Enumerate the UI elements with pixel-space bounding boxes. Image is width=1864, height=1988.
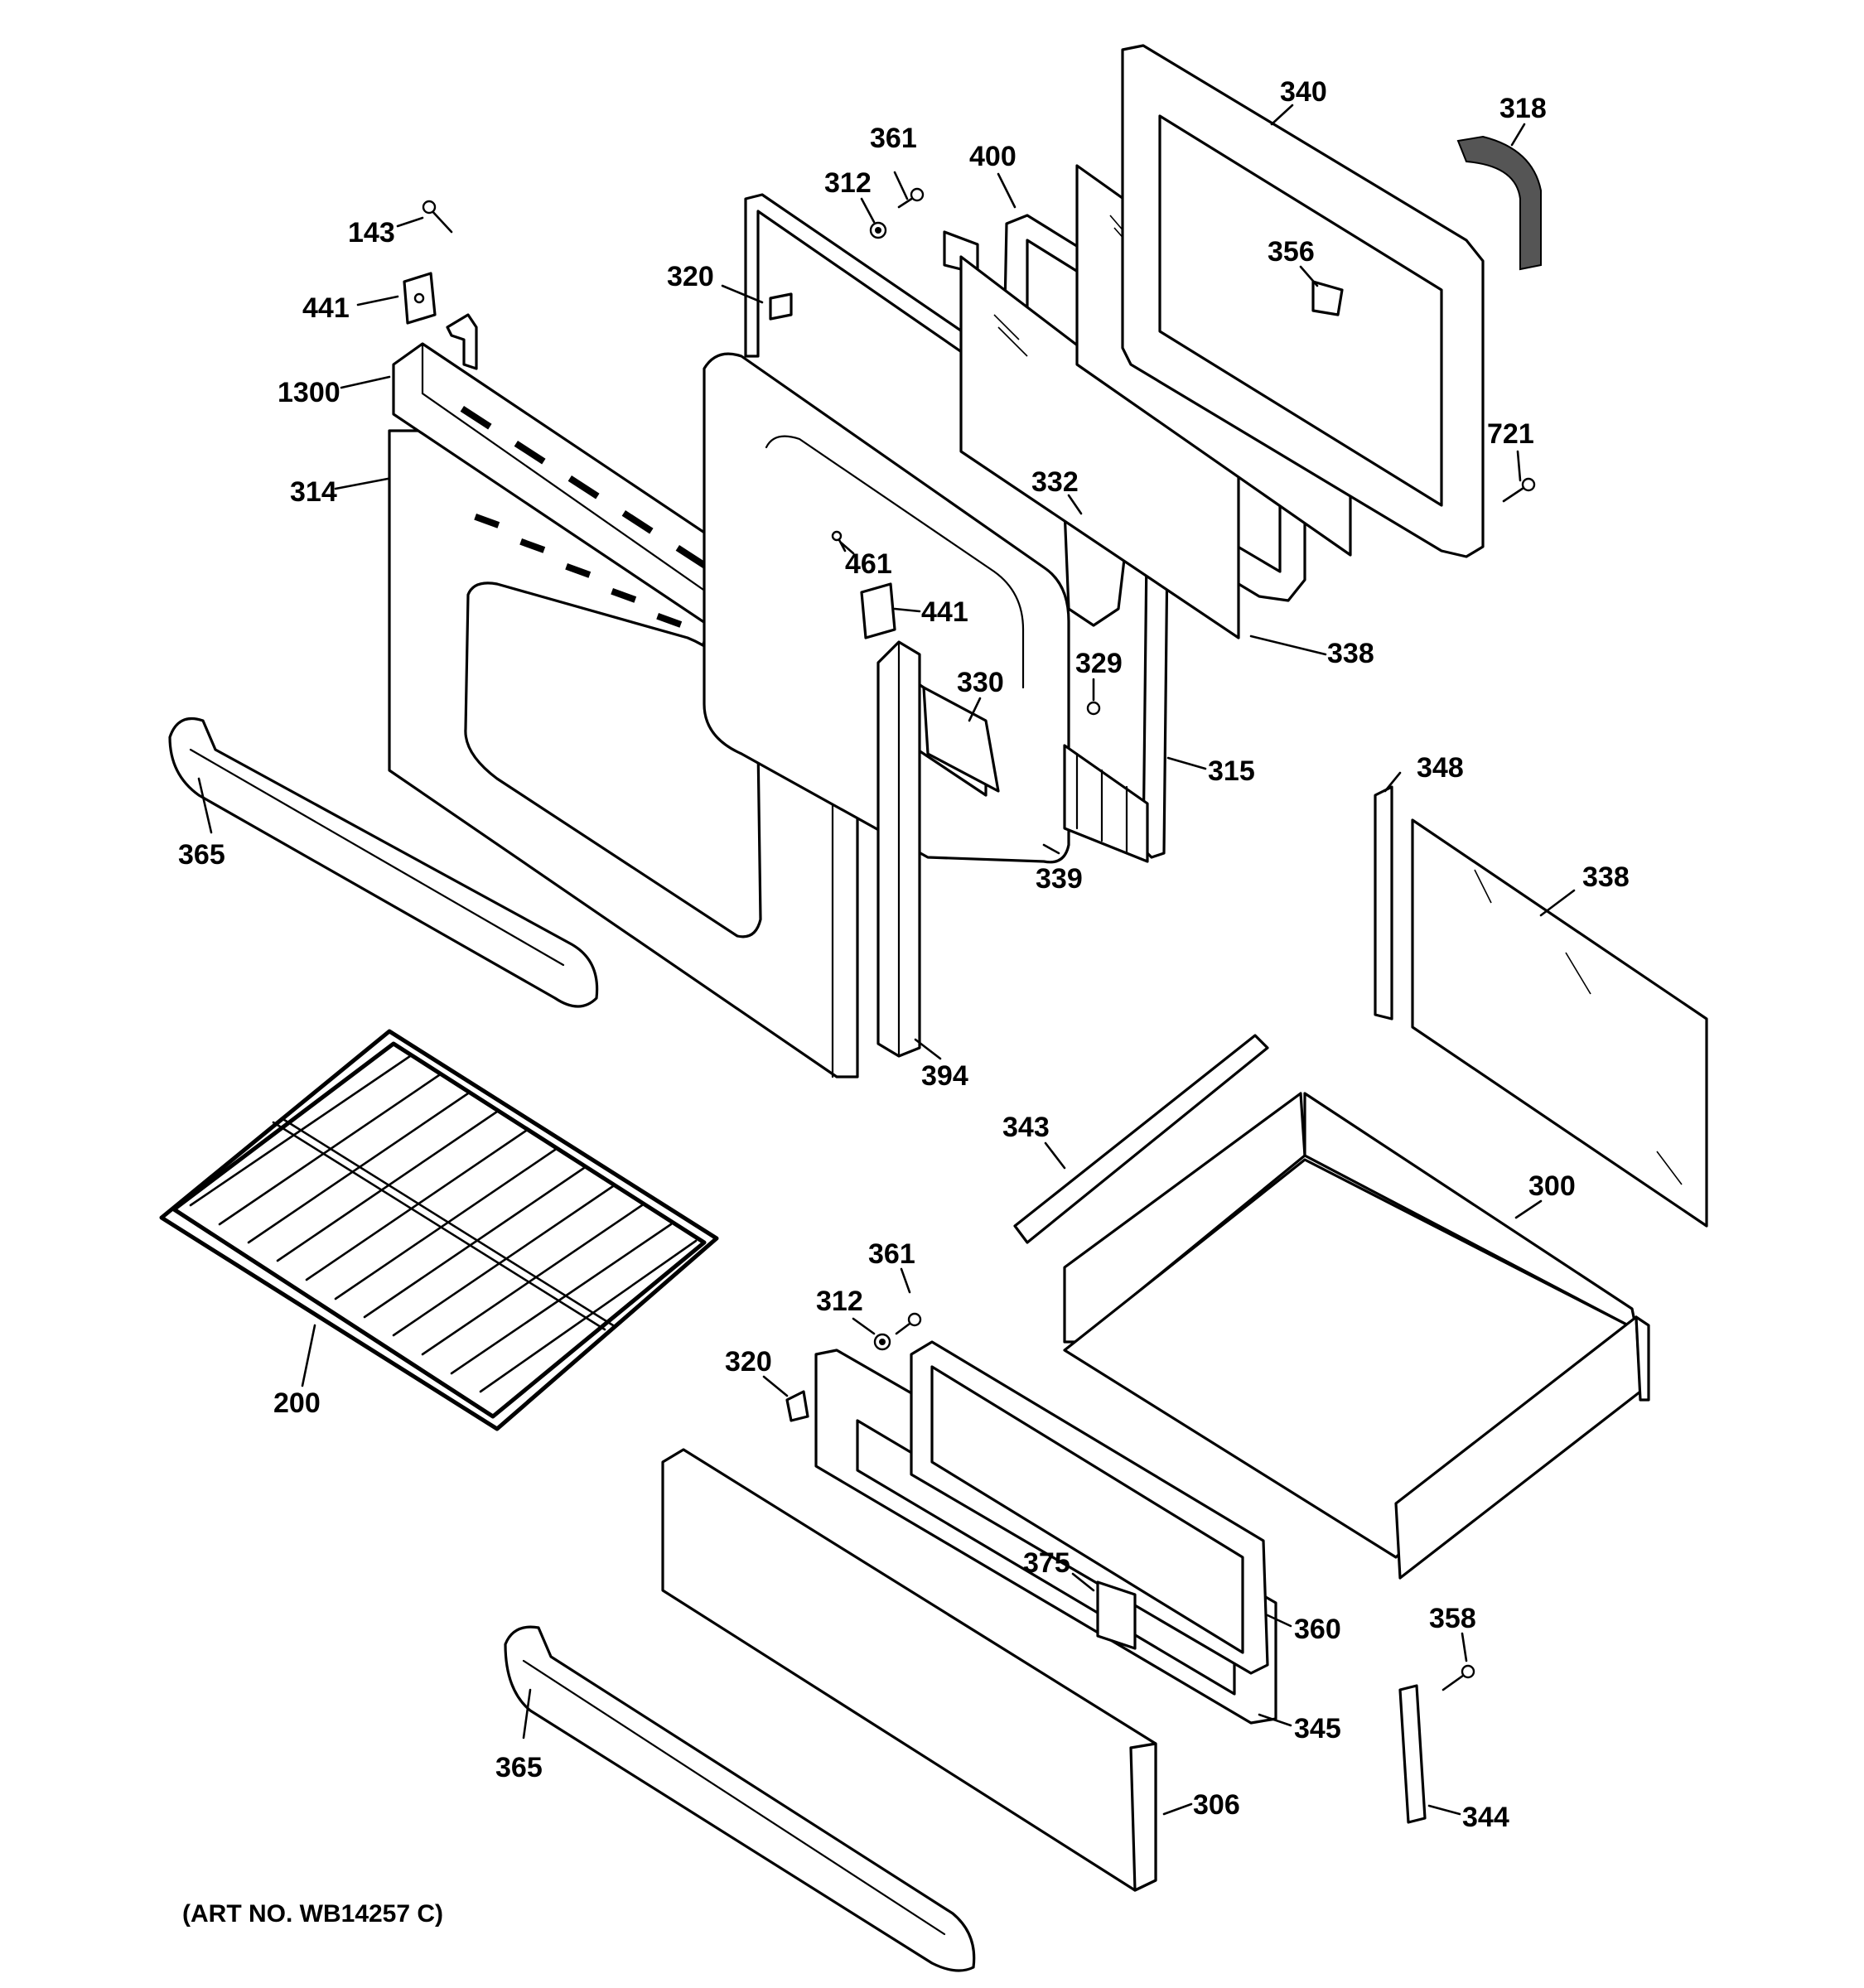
bracket-441-top xyxy=(403,272,437,325)
label-348: 348 xyxy=(1417,752,1464,784)
label-365-bottom: 365 xyxy=(495,1752,543,1783)
drawer-slide-344 xyxy=(1398,1684,1427,1824)
label-306: 306 xyxy=(1193,1789,1240,1821)
label-344: 344 xyxy=(1462,1802,1509,1833)
label-1300: 1300 xyxy=(278,377,340,408)
art-number: (ART NO. WB14257 C) xyxy=(182,1900,443,1928)
rack-wires xyxy=(189,1054,698,1393)
bracket-441-mid xyxy=(860,582,896,639)
screw-721 xyxy=(1502,477,1536,503)
label-375: 375 xyxy=(1023,1547,1070,1579)
label-312-bottom: 312 xyxy=(816,1286,863,1317)
label-339: 339 xyxy=(1036,863,1083,895)
label-318: 318 xyxy=(1499,93,1547,124)
label-461: 461 xyxy=(845,548,892,580)
label-320-bottom: 320 xyxy=(725,1346,772,1378)
label-340: 340 xyxy=(1280,76,1327,108)
label-315: 315 xyxy=(1208,755,1255,787)
label-343: 343 xyxy=(1002,1112,1050,1143)
door-side-trim-394 xyxy=(876,640,921,1058)
drawer-liner-360 xyxy=(910,1340,1269,1675)
label-300: 300 xyxy=(1528,1170,1576,1202)
label-721: 721 xyxy=(1487,418,1534,450)
label-320-top: 320 xyxy=(667,261,714,292)
clip-320-top xyxy=(769,292,793,321)
label-441-top: 441 xyxy=(302,292,350,324)
drawer-front-306 xyxy=(661,1448,1157,1892)
glass-panel-338-side xyxy=(1411,818,1708,1228)
oven-rack-200 xyxy=(159,1029,719,1431)
label-441-mid: 441 xyxy=(921,596,968,628)
label-400: 400 xyxy=(969,141,1017,172)
label-312-top: 312 xyxy=(824,167,872,199)
door-liner-340 xyxy=(1121,44,1485,558)
bracket-375 xyxy=(1096,1580,1137,1650)
screw-329 xyxy=(1086,701,1101,716)
label-143: 143 xyxy=(348,217,395,248)
screw-143 xyxy=(422,200,453,234)
label-329: 329 xyxy=(1075,648,1123,679)
label-345: 345 xyxy=(1294,1713,1341,1744)
label-360: 360 xyxy=(1294,1614,1341,1645)
label-338-side: 338 xyxy=(1582,861,1630,893)
label-356: 356 xyxy=(1268,236,1315,268)
screw-358 xyxy=(1441,1664,1475,1691)
label-314: 314 xyxy=(290,476,337,508)
clip-320-bottom xyxy=(785,1390,809,1422)
part-labels: 143 441 1300 314 365 320 312 361 400 340… xyxy=(178,76,1630,1928)
label-200: 200 xyxy=(273,1387,321,1419)
screw-361-top xyxy=(897,187,925,209)
label-361-top: 361 xyxy=(870,123,917,154)
label-358: 358 xyxy=(1429,1603,1476,1634)
drawer-slide-343 xyxy=(1013,1034,1269,1244)
nut-312-top xyxy=(869,221,887,239)
label-332: 332 xyxy=(1031,466,1079,498)
label-365-top: 365 xyxy=(178,839,225,871)
drawer-body-300 xyxy=(1063,1092,1650,1580)
screw-361-bottom xyxy=(895,1312,922,1335)
nut-312-bottom xyxy=(873,1333,891,1351)
drawer-handle-365-bottom xyxy=(504,1625,976,1972)
label-361-bottom: 361 xyxy=(868,1238,915,1270)
door-handle-365-top xyxy=(168,717,599,1008)
leader-lines xyxy=(197,104,1576,1816)
label-330: 330 xyxy=(957,667,1004,698)
label-394: 394 xyxy=(921,1060,968,1092)
insulation-330 xyxy=(922,686,1000,793)
label-338-lower: 338 xyxy=(1327,638,1374,669)
side-trim-348 xyxy=(1374,785,1393,1021)
gasket-318 xyxy=(1456,135,1542,271)
